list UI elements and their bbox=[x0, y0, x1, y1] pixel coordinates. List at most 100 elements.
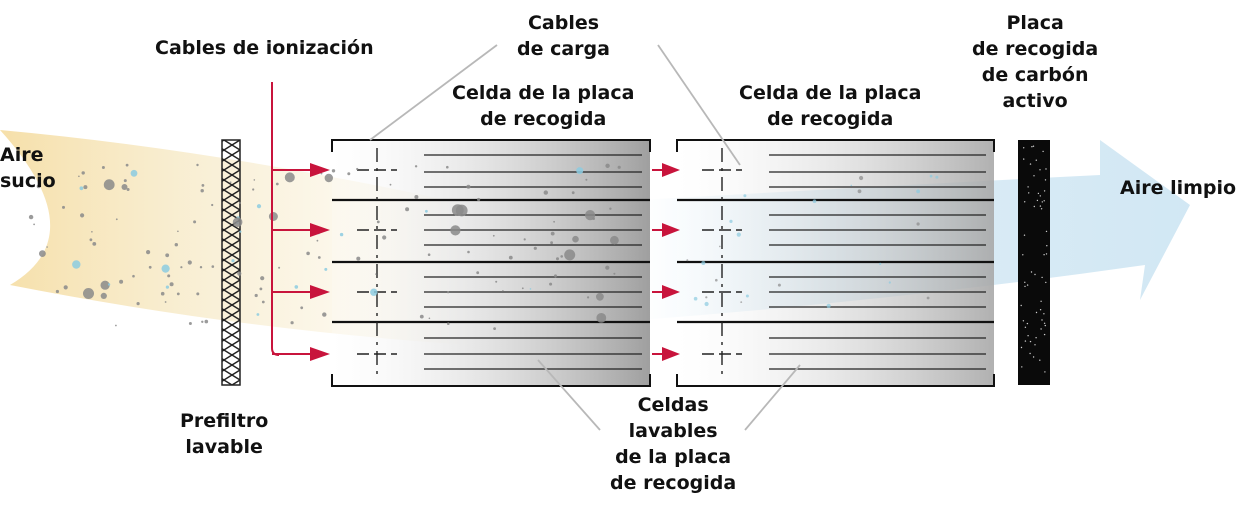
dust-particle bbox=[585, 178, 588, 181]
dust-particle bbox=[414, 195, 419, 199]
dust-particle bbox=[200, 189, 204, 193]
dust-particle bbox=[306, 251, 310, 256]
dust-particle bbox=[81, 171, 85, 175]
dust-particle bbox=[554, 274, 557, 278]
label-prefilter: Prefiltro lavable bbox=[180, 410, 269, 458]
dust-particle bbox=[405, 207, 410, 212]
dust-particle bbox=[123, 179, 127, 183]
dust-particle bbox=[451, 204, 464, 217]
carbon-speckle bbox=[1039, 205, 1042, 207]
dust-particle bbox=[126, 188, 130, 191]
dust-particle bbox=[107, 283, 111, 286]
dust-particle bbox=[916, 189, 920, 194]
ionizer-arrow-head bbox=[662, 163, 680, 177]
label-dirty-air: Aire sucio bbox=[0, 144, 56, 192]
dust-particle bbox=[556, 257, 559, 261]
dust-particle bbox=[231, 259, 235, 263]
ionization-wiring bbox=[271, 82, 680, 361]
dust-particle bbox=[101, 166, 105, 169]
dust-particle bbox=[132, 274, 135, 278]
dust-particle bbox=[121, 184, 128, 190]
carbon-speckle bbox=[1032, 145, 1035, 147]
dust-particle bbox=[888, 281, 891, 284]
dust-particles bbox=[28, 163, 939, 330]
dust-particle bbox=[466, 184, 471, 189]
dust-particle bbox=[850, 184, 853, 187]
dust-particle bbox=[62, 205, 65, 209]
dust-particle bbox=[425, 209, 428, 213]
dust-particle bbox=[63, 285, 68, 290]
dust-particle bbox=[316, 239, 319, 242]
dust-particle bbox=[28, 214, 34, 220]
dust-particle bbox=[78, 175, 80, 178]
dust-particle bbox=[169, 282, 174, 287]
carbon-speckle bbox=[1026, 322, 1029, 325]
dust-particle bbox=[492, 234, 495, 237]
dust-particle bbox=[80, 213, 85, 218]
carbon-speckle bbox=[1039, 359, 1041, 361]
carbon-speckle bbox=[1044, 371, 1046, 373]
dust-particle bbox=[729, 219, 733, 223]
carbon-speckle bbox=[1029, 352, 1031, 355]
carbon-speckle bbox=[1041, 319, 1043, 321]
dust-particle bbox=[553, 220, 555, 223]
label-carbon-plate: Placa de recogida de carbón activo bbox=[972, 12, 1099, 112]
dust-particle bbox=[284, 172, 295, 183]
carbon-speckle bbox=[1034, 273, 1036, 276]
dust-particle bbox=[290, 321, 294, 325]
dust-particle bbox=[103, 179, 115, 191]
ionizer-arrow-head bbox=[310, 285, 330, 299]
ionizer-arrow-head bbox=[662, 285, 680, 299]
dust-particle bbox=[493, 327, 496, 330]
ionizer-arrow-head bbox=[310, 347, 330, 361]
carbon-plate bbox=[1018, 140, 1050, 385]
carbon-speckle bbox=[1045, 281, 1047, 284]
carbon-speckle bbox=[1045, 168, 1047, 170]
dust-particle bbox=[92, 242, 97, 246]
dust-particle bbox=[476, 271, 480, 275]
carbon-speckle bbox=[1044, 179, 1047, 181]
carbon-speckle bbox=[1039, 309, 1042, 311]
carbon-speckle bbox=[1041, 276, 1043, 279]
carbon-speckle bbox=[1021, 366, 1023, 368]
dust-particle bbox=[929, 174, 933, 178]
dust-particle bbox=[201, 320, 204, 323]
dust-particle bbox=[278, 266, 281, 269]
dust-particle bbox=[204, 319, 209, 324]
dust-particle bbox=[549, 282, 553, 286]
carbon-speckle bbox=[1032, 356, 1035, 358]
dust-particle bbox=[211, 203, 214, 207]
carbon-speckle bbox=[1035, 311, 1038, 314]
dust-particle bbox=[275, 182, 279, 186]
prefilter-mesh bbox=[221, 139, 241, 386]
dust-particle bbox=[176, 292, 180, 296]
dust-particle bbox=[812, 199, 817, 203]
carbon-speckle bbox=[1044, 324, 1047, 327]
carbon-speckle bbox=[1023, 234, 1026, 236]
dust-particle bbox=[879, 262, 882, 265]
carbon-speckle bbox=[1039, 169, 1041, 171]
dust-particle bbox=[125, 163, 129, 167]
dust-particle bbox=[161, 264, 170, 273]
dust-particle bbox=[193, 220, 197, 224]
label-collector-cell-2: Celda de la placa de recogida bbox=[739, 82, 922, 130]
dust-particle bbox=[339, 232, 344, 237]
dust-particle bbox=[705, 296, 708, 299]
label-charge-cables: Cables de carga bbox=[517, 12, 610, 60]
dust-particle bbox=[188, 322, 192, 325]
dust-particle bbox=[187, 260, 192, 265]
dust-particle bbox=[529, 288, 532, 290]
dust-particle bbox=[180, 266, 183, 269]
dust-particle bbox=[857, 189, 862, 194]
dust-particle bbox=[550, 231, 555, 236]
dust-particle bbox=[521, 287, 524, 290]
carbon-speckle bbox=[1027, 186, 1029, 188]
carbon-speckle bbox=[1020, 304, 1022, 307]
dust-particle bbox=[447, 291, 450, 294]
carbon-speckle bbox=[1043, 190, 1046, 192]
dust-particle bbox=[261, 300, 265, 304]
label-ionization-cables: Cables de ionización bbox=[155, 37, 374, 59]
dust-particle bbox=[55, 289, 60, 294]
carbon-speckle bbox=[1043, 322, 1046, 324]
dust-particle bbox=[533, 246, 537, 250]
